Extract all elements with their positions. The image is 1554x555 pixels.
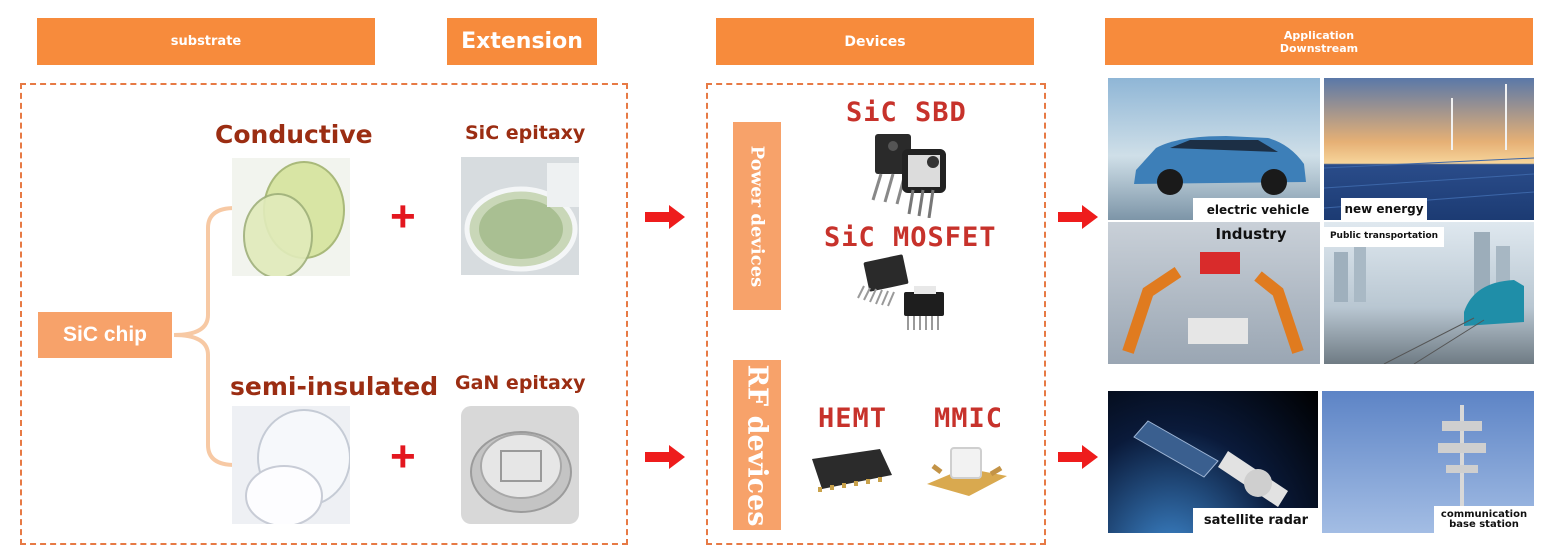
communication-caption-line2: base station — [1449, 519, 1519, 530]
electric-vehicle-image — [1108, 78, 1320, 220]
arrow-power-to-applications — [1058, 205, 1098, 229]
conductive-title: Conductive — [215, 120, 373, 149]
new-energy-image — [1324, 78, 1534, 220]
rf-devices-label-box: RF devices — [733, 360, 781, 530]
sic-chip-label-box: SiC chip — [38, 312, 172, 358]
mmic-package-image — [927, 447, 1007, 496]
new-energy-caption: new energy — [1341, 198, 1427, 220]
sic-chip-label: SiC chip — [62, 323, 147, 346]
sic-mosfet-title: SiC MOSFET — [824, 222, 997, 253]
rf-devices-label: RF devices — [741, 364, 773, 526]
satellite-radar-caption: satellite radar — [1193, 508, 1319, 534]
plus-sign-semi-insulated: + — [390, 432, 416, 481]
semi-insulated-title: semi-insulated — [230, 372, 439, 401]
communication-caption-line1: communication — [1440, 508, 1528, 520]
header-application: Application — [1283, 28, 1355, 42]
header-extension: Extension — [447, 18, 597, 65]
sic-mosfet-package-image — [857, 254, 944, 330]
gan-epitaxy-image — [461, 406, 579, 524]
hemt-title: HEMT — [818, 403, 888, 434]
gan-epitaxy-title: GaN epitaxy — [455, 372, 586, 394]
sic-sbd-title: SiC SBD — [846, 97, 967, 128]
industry-image — [1108, 222, 1320, 364]
header-substrate: substrate — [37, 18, 375, 65]
arrow-substrate-to-rf — [645, 445, 685, 469]
plus-sign-conductive: + — [390, 192, 416, 241]
mmic-title: MMIC — [934, 403, 1004, 434]
sic-epitaxy-image — [461, 157, 579, 275]
header-application-downstream: Application Downstream — [1105, 18, 1533, 65]
communication-base-station-caption: communication base station — [1434, 506, 1534, 534]
substrate-extension-box — [20, 83, 628, 545]
semi-insulated-wafer-image — [232, 406, 350, 524]
conductive-wafer-image — [232, 158, 350, 276]
arrow-substrate-to-power — [645, 205, 685, 229]
power-devices-label-box: Power devices — [733, 122, 781, 310]
public-transportation-caption: Public transportation — [1324, 227, 1444, 247]
bracket-connector — [173, 206, 236, 467]
electric-vehicle-caption: electric vehicle — [1193, 198, 1323, 222]
header-downstream: Downstream — [1279, 41, 1359, 55]
sic-sbd-package-image — [871, 134, 946, 218]
devices-box — [706, 83, 1046, 545]
header-devices: Devices — [716, 18, 1034, 65]
sic-epitaxy-title: SiC epitaxy — [465, 122, 586, 144]
hemt-package-image — [812, 449, 892, 492]
power-devices-label: Power devices — [746, 145, 768, 287]
industry-caption: Industry — [1215, 225, 1287, 244]
arrow-rf-to-applications — [1058, 445, 1098, 469]
